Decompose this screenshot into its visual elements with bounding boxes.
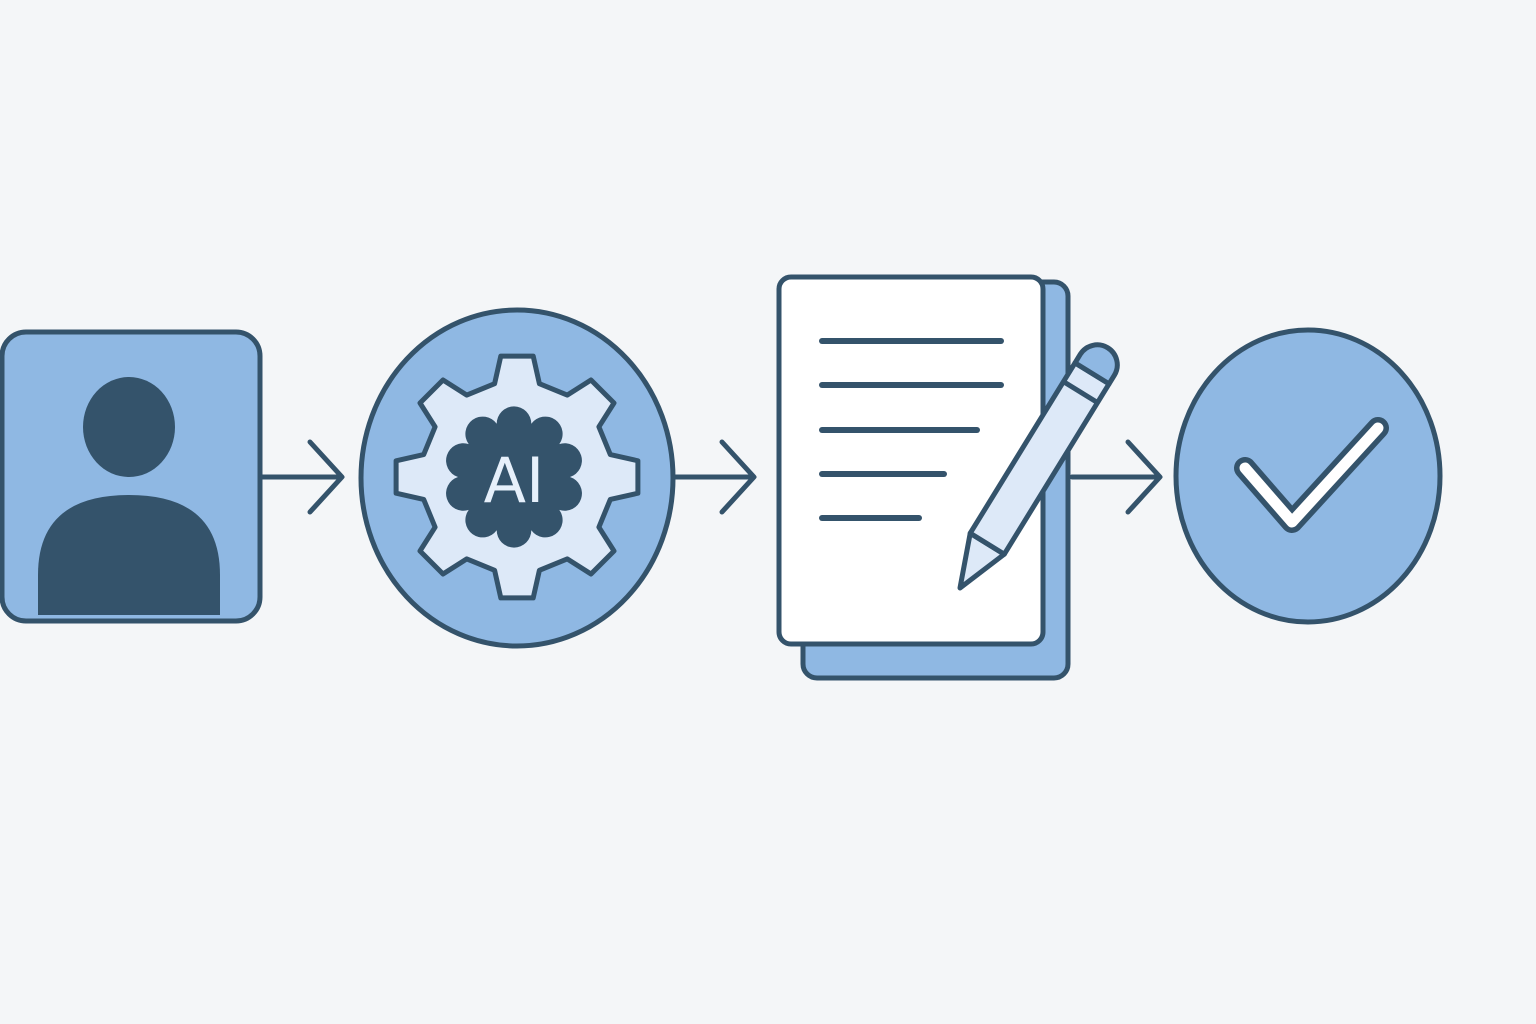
approved-step bbox=[1173, 327, 1443, 625]
document-text-lines bbox=[819, 338, 1004, 521]
check-circle bbox=[1173, 327, 1443, 625]
ai-step: AI bbox=[358, 307, 676, 649]
checkmark-icon bbox=[1234, 417, 1389, 533]
user-icon bbox=[38, 377, 220, 615]
document-step bbox=[776, 274, 1120, 681]
arrow-icon bbox=[259, 439, 345, 515]
user-step bbox=[0, 329, 263, 624]
arrow-icon bbox=[671, 439, 757, 515]
ai-label: AI bbox=[484, 444, 545, 517]
arrow-icon bbox=[1069, 439, 1163, 515]
document-icon bbox=[776, 274, 1046, 647]
ai-badge bbox=[446, 406, 582, 548]
pencil-icon bbox=[957, 342, 1120, 591]
